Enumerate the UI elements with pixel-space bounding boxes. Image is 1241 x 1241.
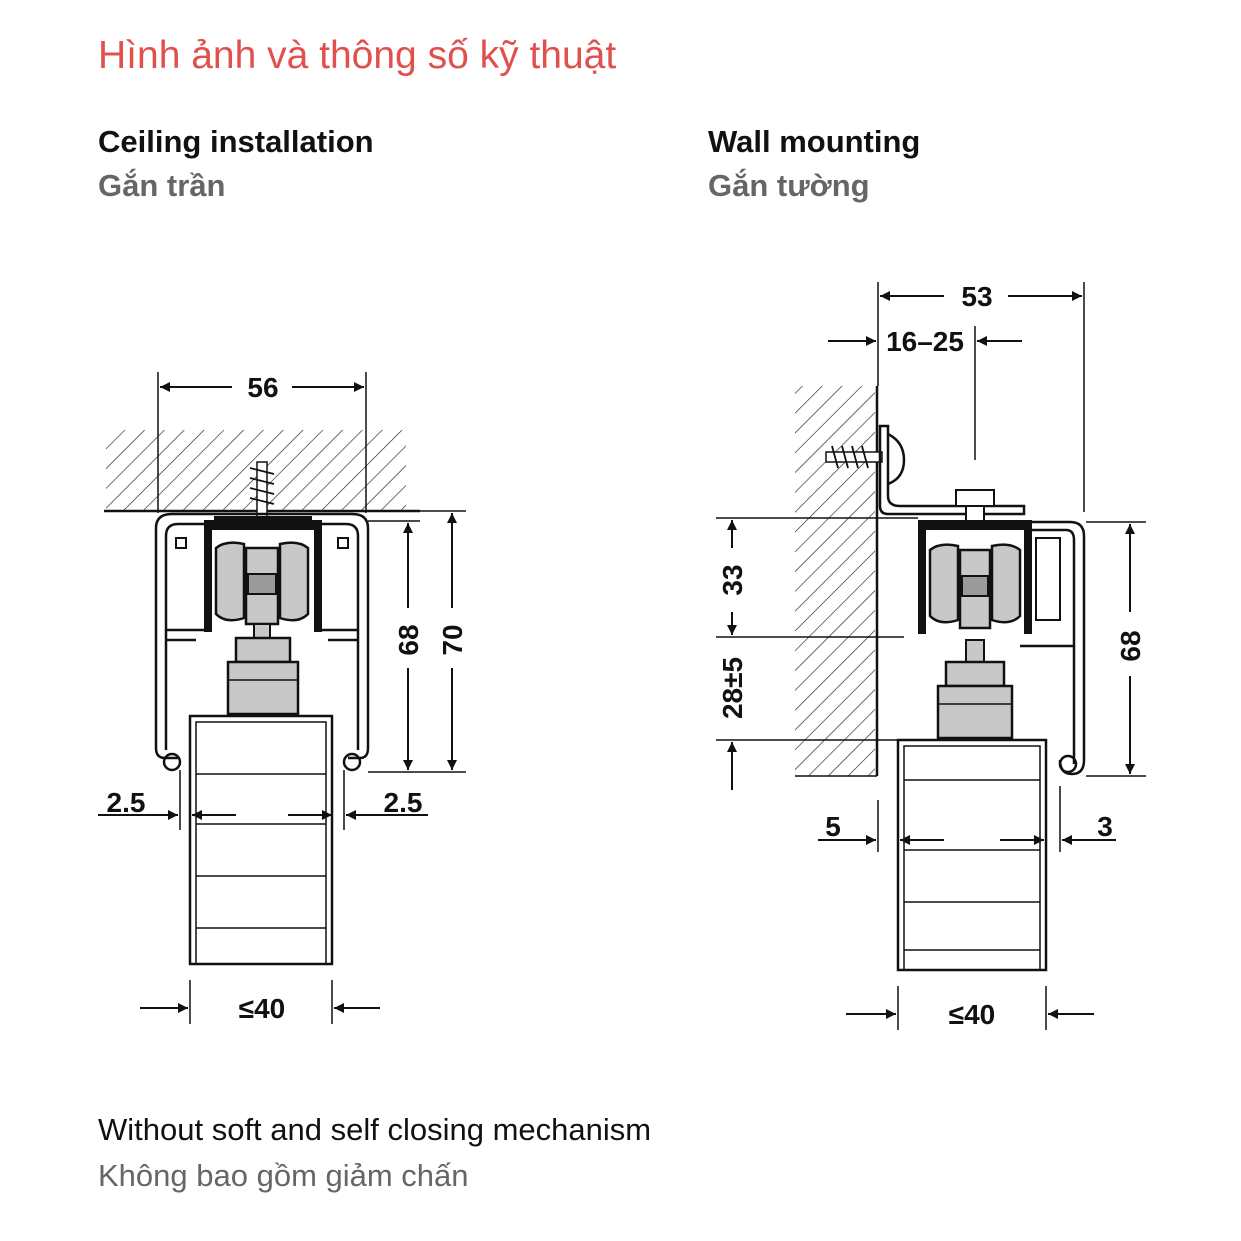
ceiling-title-vi: Gắn trần (98, 168, 226, 203)
wall-screw (825, 445, 883, 469)
wall-hatch (795, 386, 875, 776)
wall-side-right-label: 3 (1097, 811, 1113, 842)
wall-dim-width: 53 (877, 281, 1085, 512)
ceiling-side-right-label: 2.5 (384, 787, 423, 818)
wall-title-en: Wall mounting (708, 124, 921, 159)
ceiling-height-b-label: 70 (437, 624, 468, 655)
ceiling-side-left-label: 2.5 (107, 787, 146, 818)
ceiling-dim-heights: 68 70 (368, 510, 468, 773)
ceiling-dim-width: 56 (157, 372, 367, 513)
ceiling-door-panel (188, 714, 334, 966)
ceiling-trolley (214, 541, 310, 716)
wall-width-label: 53 (961, 281, 992, 312)
wall-title-vi: Gắn tường (708, 168, 870, 203)
wall-dim-door: ≤40 (846, 986, 1094, 1030)
wall-side-left-label: 5 (825, 811, 841, 842)
ceiling-width-label: 56 (247, 372, 278, 403)
wall-bolt (955, 489, 995, 523)
wall-dim-sides: 5 3 (818, 786, 1116, 852)
footer-note-vi: Không bao gồm giảm chấn (98, 1158, 469, 1193)
ceiling-height-a-label: 68 (393, 624, 424, 655)
wall-door-label: ≤40 (949, 999, 996, 1030)
wall-height-label: 68 (1115, 630, 1146, 661)
wall-dim-offset: 16–25 (828, 326, 1022, 460)
ceiling-door-label: ≤40 (239, 993, 286, 1024)
wall-diagram: 53 16–25 33 28±5 68 (716, 281, 1146, 1030)
ceiling-title-en: Ceiling installation (98, 124, 374, 159)
ceiling-dim-sides: 2.5 2.5 (98, 770, 428, 830)
wall-door-panel (896, 738, 1048, 972)
footer-note-en: Without soft and self closing mechanism (98, 1112, 652, 1147)
wall-offset-label: 16–25 (886, 326, 964, 357)
wall-upper-label: 33 (717, 564, 748, 595)
page-title: Hình ảnh và thông số kỹ thuật (98, 34, 617, 77)
wall-bracket (878, 424, 1026, 516)
ceiling-inner-track (204, 516, 322, 632)
ceiling-diagram: 56 68 70 2.5 2.5 (98, 372, 468, 1024)
ceiling-dim-door: ≤40 (140, 980, 380, 1024)
wall-dim-height: 68 (1086, 521, 1146, 777)
wall-trolley (928, 543, 1022, 740)
wall-rail-profile (1020, 520, 1086, 776)
wall-lower-label: 28±5 (717, 657, 748, 719)
ceiling-rail-profile (154, 512, 370, 772)
wall-dim-vertical-left: 33 28±5 (716, 517, 918, 790)
